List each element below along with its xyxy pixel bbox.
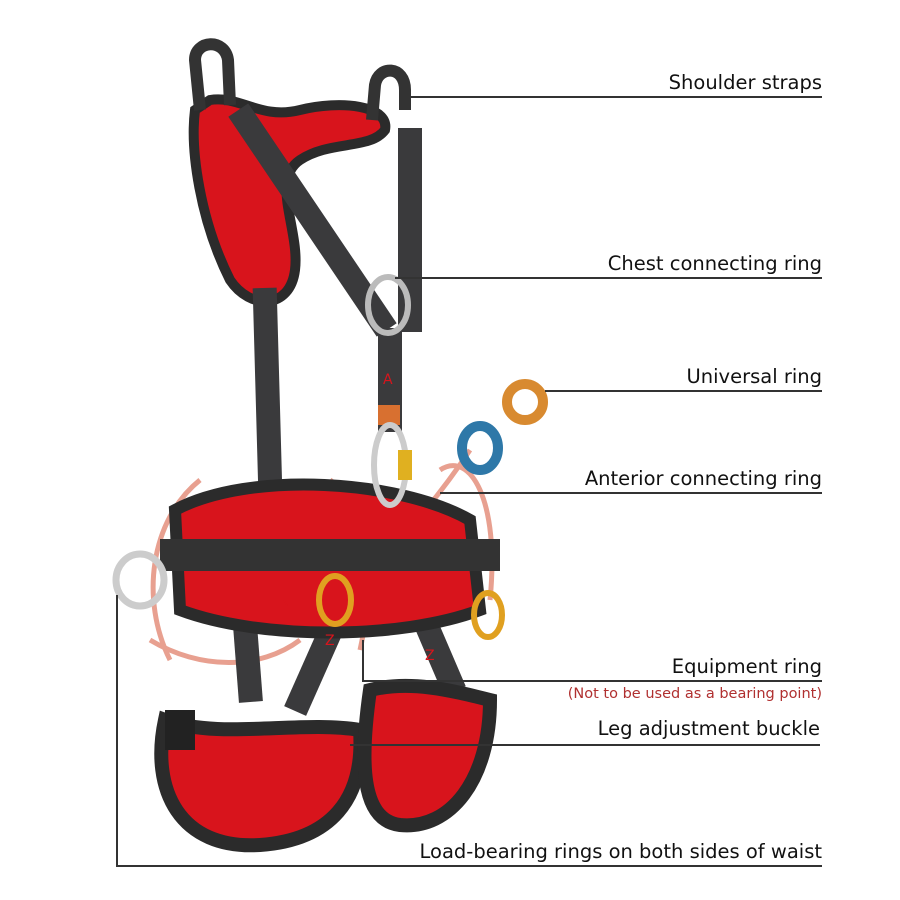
shoulder-loop-right: [366, 64, 411, 121]
shoulder-pad: [188, 94, 391, 307]
leader-line-equipment-v: [362, 640, 364, 682]
leader-line-waist: [116, 865, 822, 867]
shoulder-loop-left: [188, 38, 236, 111]
label-equipment-note: (Not to be used as a bearing point): [567, 686, 822, 702]
label-anterior-ring: Anterior connecting ring: [584, 467, 822, 490]
equipment-ring-left: [316, 573, 354, 627]
leader-line-shoulder: [400, 96, 822, 98]
waist-ring-left: [112, 550, 168, 610]
universal-ring-blue: [457, 421, 503, 475]
leader-line-anterior: [440, 492, 822, 494]
label-shoulder-straps: Shoulder straps: [668, 71, 822, 94]
leader-line-universal: [545, 390, 822, 392]
leader-line-waist-v: [116, 595, 118, 866]
strap-letter: Z: [325, 633, 335, 649]
strap-letter: A: [383, 372, 393, 388]
label-waist-rings: Load-bearing rings on both sides of wais…: [419, 840, 822, 863]
leg-buckle: [165, 710, 195, 750]
label-chest-ring: Chest connecting ring: [607, 252, 822, 275]
strap-letter: N: [280, 596, 290, 612]
leader-line-leg: [350, 744, 820, 746]
label-universal-ring: Universal ring: [686, 365, 822, 388]
label-leg-buckle: Leg adjustment buckle: [597, 717, 820, 740]
strap-letter: Z: [425, 648, 435, 664]
label-equipment-ring: Equipment ring: [671, 655, 822, 678]
leg-loop-right: [357, 678, 498, 833]
universal-ring-orange: [502, 379, 548, 425]
leg-loop-left: [154, 710, 368, 853]
equipment-ring-right: [471, 590, 505, 640]
leader-line-chest: [395, 277, 822, 279]
chest-ring: [365, 274, 411, 336]
leader-line-equipment: [362, 680, 822, 682]
